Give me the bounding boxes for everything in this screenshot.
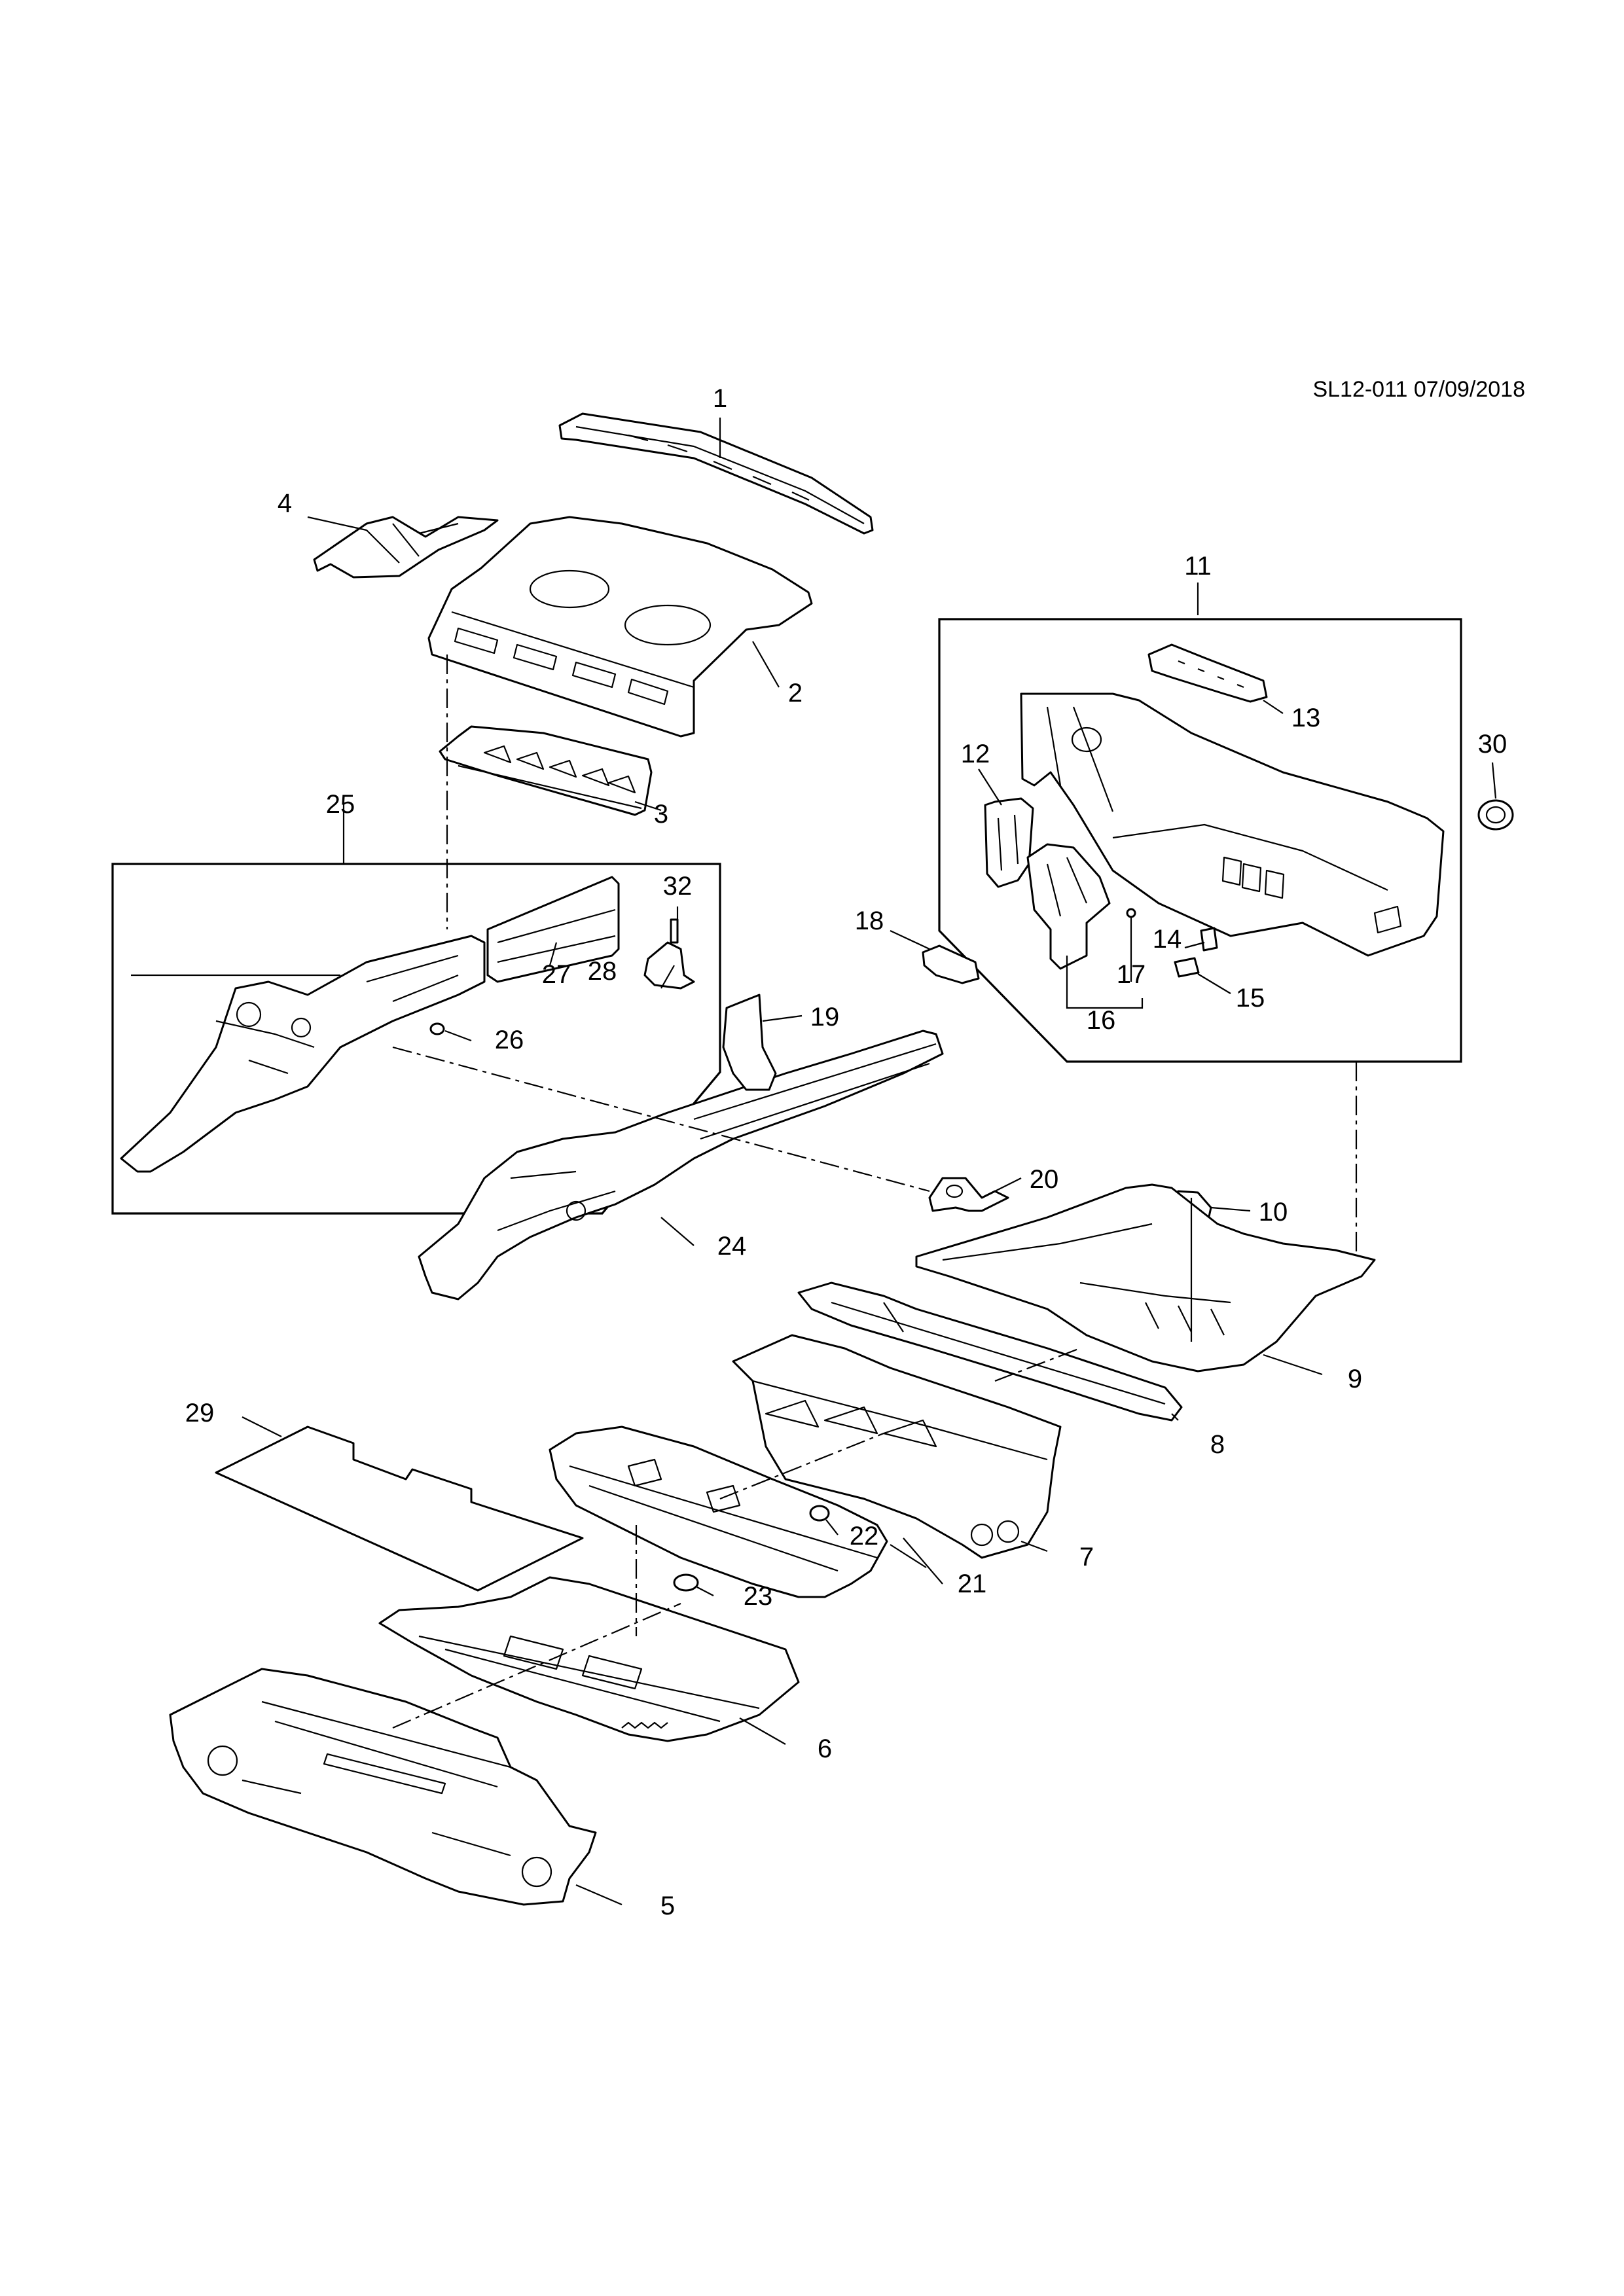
part-22-nut xyxy=(809,1505,830,1522)
part-18-bracket xyxy=(922,944,980,984)
callout-25: 25 xyxy=(326,790,355,819)
part-20-bracket xyxy=(928,1177,1009,1212)
callout-1: 1 xyxy=(713,384,727,413)
callout-10: 10 xyxy=(1259,1198,1288,1227)
part-29-floor-mat xyxy=(215,1426,584,1592)
callout-7: 7 xyxy=(1079,1543,1094,1571)
alignment-line-2 xyxy=(392,1046,930,1193)
callout-16: 16 xyxy=(1087,1006,1116,1035)
part-17-clip xyxy=(1126,908,1136,918)
part-21-floor-rail xyxy=(549,1426,888,1598)
callout-23: 23 xyxy=(744,1582,773,1611)
part-32-bolt xyxy=(670,918,679,944)
part-30-grommet xyxy=(1477,799,1514,831)
part-13-bracket xyxy=(1147,643,1268,703)
alignment-line-5 xyxy=(392,1602,681,1729)
callout-15: 15 xyxy=(1236,984,1265,1013)
part-27-bracket xyxy=(486,876,620,983)
callout-17: 17 xyxy=(1117,960,1146,989)
part-4-bracket xyxy=(313,516,499,579)
callout-3: 3 xyxy=(654,800,668,829)
callout-32: 32 xyxy=(663,872,693,901)
callout-28: 28 xyxy=(588,957,617,986)
part-7-spare-wheel-well xyxy=(732,1334,1062,1559)
callout-13: 13 xyxy=(1291,704,1321,732)
callout-11: 11 xyxy=(1184,552,1212,581)
part-16-bracket xyxy=(1026,843,1111,970)
part-1-shelf-rail xyxy=(558,412,874,535)
callout-14: 14 xyxy=(1153,925,1182,954)
callout-8: 8 xyxy=(1210,1430,1225,1459)
part-11-panel xyxy=(1020,692,1445,957)
part-23-plug xyxy=(673,1573,699,1592)
callout-30: 30 xyxy=(1478,730,1507,759)
callout-20: 20 xyxy=(1030,1165,1059,1194)
callout-27: 27 xyxy=(542,960,571,989)
group-box-11 xyxy=(938,618,1462,1063)
part-14-clip xyxy=(1200,927,1218,952)
part-25-side-member-assembly xyxy=(120,935,486,1173)
part-5-end-panel xyxy=(169,1668,597,1906)
part-2-rear-panel xyxy=(427,516,813,738)
callout-numbers: 1 2 3 4 5 6 7 8 9 10 11 12 13 14 15 16 1… xyxy=(185,384,1507,1920)
part-8-cross-rail xyxy=(797,1282,1183,1422)
callout-9: 9 xyxy=(1348,1365,1362,1393)
callout-4: 4 xyxy=(278,489,292,518)
leader-lines xyxy=(131,418,1497,1906)
callout-5: 5 xyxy=(660,1892,675,1920)
callout-2: 2 xyxy=(788,679,803,708)
callout-12: 12 xyxy=(961,740,990,768)
drawing-code: SL12-011 07/09/2018 xyxy=(1312,377,1525,402)
callout-21: 21 xyxy=(958,1570,987,1598)
callout-18: 18 xyxy=(855,906,884,935)
alignment-line-6 xyxy=(719,1432,884,1500)
callout-29: 29 xyxy=(185,1399,215,1427)
part-6-floor-panel xyxy=(378,1576,800,1742)
callout-24: 24 xyxy=(717,1232,747,1261)
part-12-bracket xyxy=(984,797,1034,888)
callout-22: 22 xyxy=(850,1522,879,1551)
callout-26: 26 xyxy=(495,1026,524,1054)
part-28-bracket xyxy=(643,941,695,990)
part-24-side-member xyxy=(418,1030,944,1300)
part-3-cross-member xyxy=(439,725,653,816)
part-15-plate xyxy=(1174,957,1200,978)
callout-19: 19 xyxy=(810,1003,840,1031)
part-26-clip xyxy=(429,1022,445,1035)
part-19-bracket xyxy=(722,994,777,1091)
part-9-floor-pan xyxy=(915,1183,1376,1372)
alignment-line-7 xyxy=(994,1347,1081,1382)
callout-6: 6 xyxy=(818,1734,832,1763)
